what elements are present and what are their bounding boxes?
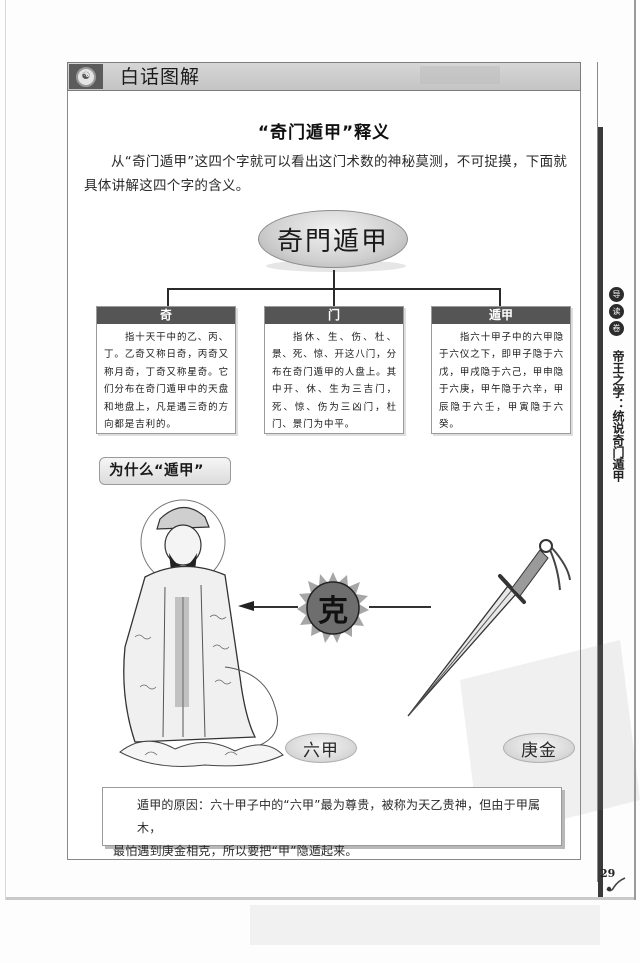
chapter-vertical-title: 帝王之学：统说奇门遁甲: [611, 350, 625, 482]
intro-paragraph: 从“奇门遁甲”这四个字就可以看出这门术数的神秘莫测，不可捉摸，下面就具体讲解这四…: [84, 154, 568, 194]
element-label-liujia: 六甲: [285, 733, 357, 763]
definition-card-dunjia: 遁甲 指六十甲子中的六甲隐于六仪之下，即甲子隐于六戊，甲戌隐于六己，甲申隐于六庚…: [431, 306, 571, 434]
series-label: 白话图解: [120, 66, 201, 88]
arrow-left-icon: [238, 601, 254, 611]
thumb-circle: 读: [609, 304, 624, 319]
card-heading: 奇: [97, 307, 235, 324]
definition-card-men: 门 指休、生、伤、杜、景、死、惊、开这八门，分布在奇门遁甲的人盘上。其中开、休、…: [264, 306, 404, 434]
page-right-border: [634, 0, 636, 900]
connector-right: [499, 288, 501, 306]
section-title: “奇门遁甲”释义: [257, 123, 391, 143]
deity-figure-illustration: [119, 499, 284, 767]
series-logo: ☯: [69, 64, 103, 89]
brush-mark-icon: [606, 877, 626, 892]
note-line: 遁甲的原因：六十甲子中的“六甲”最为尊贵，被称为天乙贵神，但由于甲属木，: [137, 798, 541, 835]
page-edge-line: [597, 62, 598, 882]
card-heading: 遁甲: [432, 307, 570, 324]
page-left-edge: [5, 0, 6, 900]
sword-illustration: [407, 539, 571, 717]
page-number: 29: [600, 867, 616, 880]
connector-left: [167, 288, 169, 306]
card-body: 指六十甲子中的六甲隐于六仪之下，即甲子隐于六戊，甲戌隐于六己，甲申隐于六庚，甲午…: [439, 332, 564, 431]
card-body: 指休、生、伤、杜、景、死、惊、开这八门，分布在奇门遁甲的人盘上。其中开、休、生为…: [272, 332, 397, 431]
bleed-through-shade: [250, 905, 600, 945]
page-bottom-edge: [6, 897, 634, 900]
thumb-index-circles: 导 读 卷: [609, 287, 624, 336]
bleed-through-shade: [420, 66, 500, 84]
card-heading: 门: [265, 307, 403, 324]
thumb-circle: 导: [609, 287, 624, 302]
subsection-title: 为什么“遁甲”: [99, 457, 231, 485]
relation-arrow-line-right: [369, 606, 431, 608]
connector-middle: [333, 288, 335, 306]
definition-card-qi: 奇 指十天干中的乙、丙、丁。乙奇又称日奇，丙奇又称月奇，丁奇又称星奇。它们分布在…: [96, 306, 236, 434]
element-label-gengjin: 庚金: [503, 733, 575, 763]
thumb-index-bar: [598, 127, 603, 897]
note-line: 最怕遇到庚金相克，所以要把“甲”隐遁起来。: [113, 844, 358, 858]
connector-vertical-main: [333, 270, 335, 290]
thumb-circle: 卷: [609, 321, 624, 336]
starburst-icon: [297, 572, 369, 643]
round-emblem-icon: ☯: [76, 66, 96, 87]
seal-script-banner: 奇門遁甲: [258, 210, 408, 268]
card-body: 指十天干中的乙、丙、丁。乙奇又称日奇，丙奇又称月奇，丁奇又称星奇。它们分布在奇门…: [104, 332, 229, 431]
explanation-note-box: 遁甲的原因：六十甲子中的“六甲”最为尊贵，被称为天乙贵神，但由于甲属木， 最怕遇…: [102, 787, 562, 858]
relation-label: 克: [318, 594, 348, 629]
relation-arrow-line-left: [250, 606, 298, 608]
